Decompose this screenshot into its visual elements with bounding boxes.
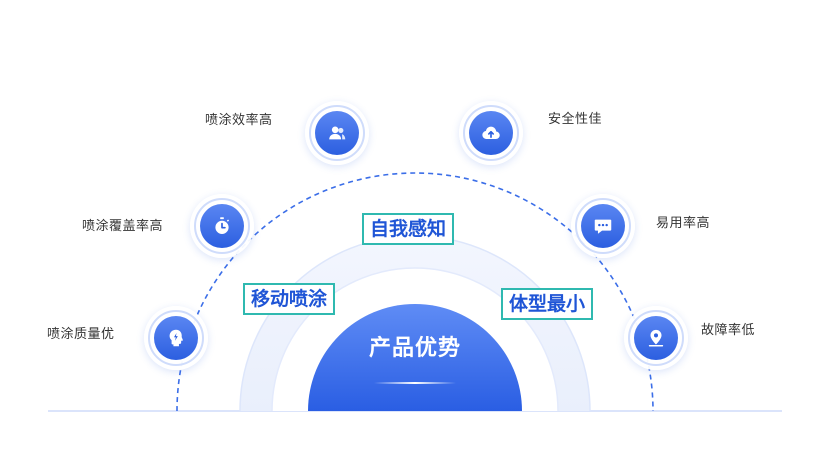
node-coverage bbox=[190, 194, 254, 258]
stopwatch-icon bbox=[215, 217, 230, 234]
tag-smallest-size: 体型最小 bbox=[501, 288, 594, 320]
label-failure: 故障率低 bbox=[701, 323, 756, 338]
node-efficiency bbox=[305, 101, 369, 165]
core-semicircle bbox=[308, 304, 522, 411]
node-quality bbox=[144, 306, 208, 370]
tag-mobile-spraying: 移动喷涂 bbox=[243, 283, 336, 315]
white-ring-edge bbox=[271, 267, 559, 412]
lightning-bulb-head-icon bbox=[169, 329, 183, 347]
center-underline bbox=[374, 382, 456, 384]
center-title: 产品优势 bbox=[368, 336, 461, 361]
label-usability: 易用率高 bbox=[656, 216, 711, 231]
node-usability bbox=[571, 194, 635, 258]
label-coverage: 喷涂覆盖率高 bbox=[82, 219, 164, 234]
node-failure bbox=[624, 306, 688, 370]
location-pin-icon bbox=[648, 329, 664, 347]
label-safety: 安全性佳 bbox=[548, 112, 603, 127]
users-icon bbox=[329, 126, 346, 140]
label-efficiency: 喷涂效率高 bbox=[205, 113, 273, 128]
chat-bubble-icon bbox=[594, 219, 612, 234]
cloud-upload-icon bbox=[482, 126, 500, 139]
dashed-outer-arc bbox=[176, 172, 654, 412]
tag-self-perception: 自我感知 bbox=[362, 213, 455, 245]
label-quality: 喷涂质量优 bbox=[47, 327, 115, 342]
node-safety bbox=[459, 101, 523, 165]
